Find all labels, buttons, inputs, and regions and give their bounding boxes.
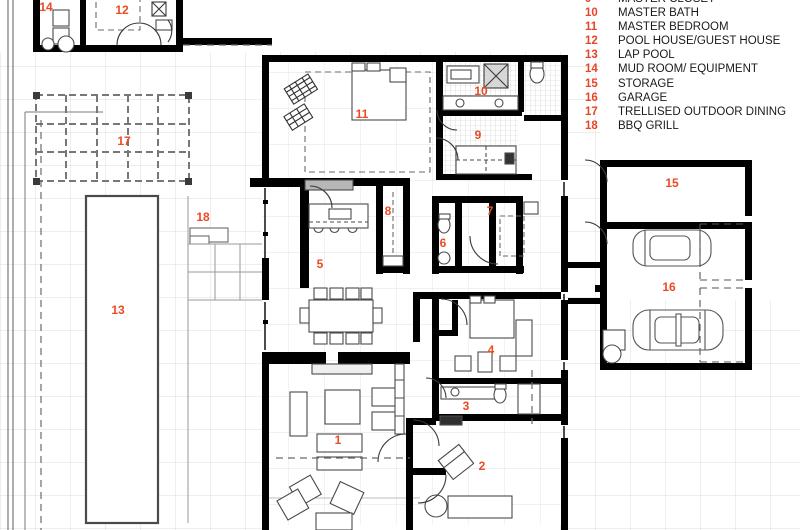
legend-number: 11 — [585, 21, 598, 34]
legend-row-9: 9 MASTER CLOSET — [585, 0, 800, 6]
room-label-15: 15 — [665, 176, 679, 190]
room-label-11: 11 — [355, 107, 369, 121]
room-label-17: 17 — [117, 134, 131, 148]
appliance-washer — [52, 9, 70, 27]
room-label-14: 14 — [39, 0, 53, 14]
legend-number: 15 — [585, 77, 598, 90]
legend-label: TRELLISED OUTDOOR DINING — [618, 105, 787, 118]
legend-row-15: 15 STORAGE — [585, 77, 800, 91]
legend-label: MUD ROOM/ EQUIPMENT — [618, 63, 758, 76]
legend-row-18: 18 BBQ GRILL — [585, 119, 800, 133]
toilet — [529, 61, 545, 84]
toilet-3 — [493, 383, 507, 404]
master-rugs — [283, 73, 319, 131]
legend-label: MASTER BEDROOM — [618, 21, 729, 34]
legend-number: 9 — [585, 0, 618, 6]
garage-door-swing — [699, 223, 745, 363]
legend-number: 18 — [585, 119, 598, 132]
room-label-1: 1 — [334, 433, 342, 447]
room-label-3: 3 — [462, 399, 470, 413]
legend-label: BBQ GRILL — [618, 119, 679, 132]
mudroom-basin — [57, 35, 75, 53]
legend-number: 14 — [585, 63, 598, 76]
legend-number: 10 — [585, 7, 598, 20]
room-label-9: 9 — [474, 128, 482, 142]
range — [304, 179, 354, 191]
legend-row-16: 16 GARAGE — [585, 91, 800, 105]
legend-row-14: 14 MUD ROOM/ EQUIPMENT — [585, 62, 800, 76]
room-label-4: 4 — [487, 343, 495, 357]
powder-toilet — [437, 213, 451, 234]
room-label-6: 6 — [439, 236, 447, 250]
legend-label: STORAGE — [618, 77, 675, 90]
lounge-chair-2 — [437, 443, 475, 481]
room-label-7: 7 — [486, 204, 494, 218]
armchair-center — [324, 389, 361, 425]
room-label-2: 2 — [478, 459, 486, 473]
legend-label: LAP POOL — [618, 49, 675, 62]
legend-row-12: 12 POOL HOUSE/GUEST HOUSE — [585, 34, 800, 48]
sofa — [316, 456, 363, 471]
legend-row-13: 13 LAP POOL — [585, 48, 800, 62]
room-label-5: 5 — [316, 257, 324, 271]
legend-row-17: 17 TRELLISED OUTDOOR DINING — [585, 105, 800, 119]
room-label-10: 10 — [474, 84, 488, 98]
bar-stools — [313, 227, 358, 234]
room-label-16: 16 — [662, 280, 676, 294]
car-upper — [632, 229, 712, 267]
room-label-13: 13 — [111, 303, 125, 317]
mudroom-sink — [41, 37, 55, 51]
legend-label: POOL HOUSE/GUEST HOUSE — [618, 35, 781, 48]
room-label-12: 12 — [115, 3, 129, 17]
legend-number: 12 — [585, 35, 598, 48]
legend-number: 13 — [585, 49, 598, 62]
legend-label: MASTER BATH — [618, 7, 699, 20]
room-label-8: 8 — [384, 204, 392, 218]
wardrobe-4 — [515, 319, 533, 357]
coffee-table — [316, 433, 363, 453]
shower-3 — [517, 383, 541, 415]
powder-sink — [437, 251, 451, 265]
dining-chairs — [299, 287, 383, 345]
armchair-left — [289, 391, 308, 437]
bed-4 — [469, 299, 515, 339]
legend: 9 MASTER CLOSET 10 MASTER BATH 11 MASTER… — [585, 0, 800, 133]
legend-label: MASTER CLOSET — [618, 0, 715, 6]
legend-row-11: 11 MASTER BEDROOM — [585, 20, 800, 34]
legend-label: GARAGE — [618, 91, 668, 104]
room-label-18: 18 — [196, 210, 210, 224]
legend-number: 16 — [585, 91, 598, 104]
legend-row-10: 10 MASTER BATH — [585, 6, 800, 20]
shower — [483, 63, 509, 89]
legend-number: 17 — [585, 105, 598, 118]
